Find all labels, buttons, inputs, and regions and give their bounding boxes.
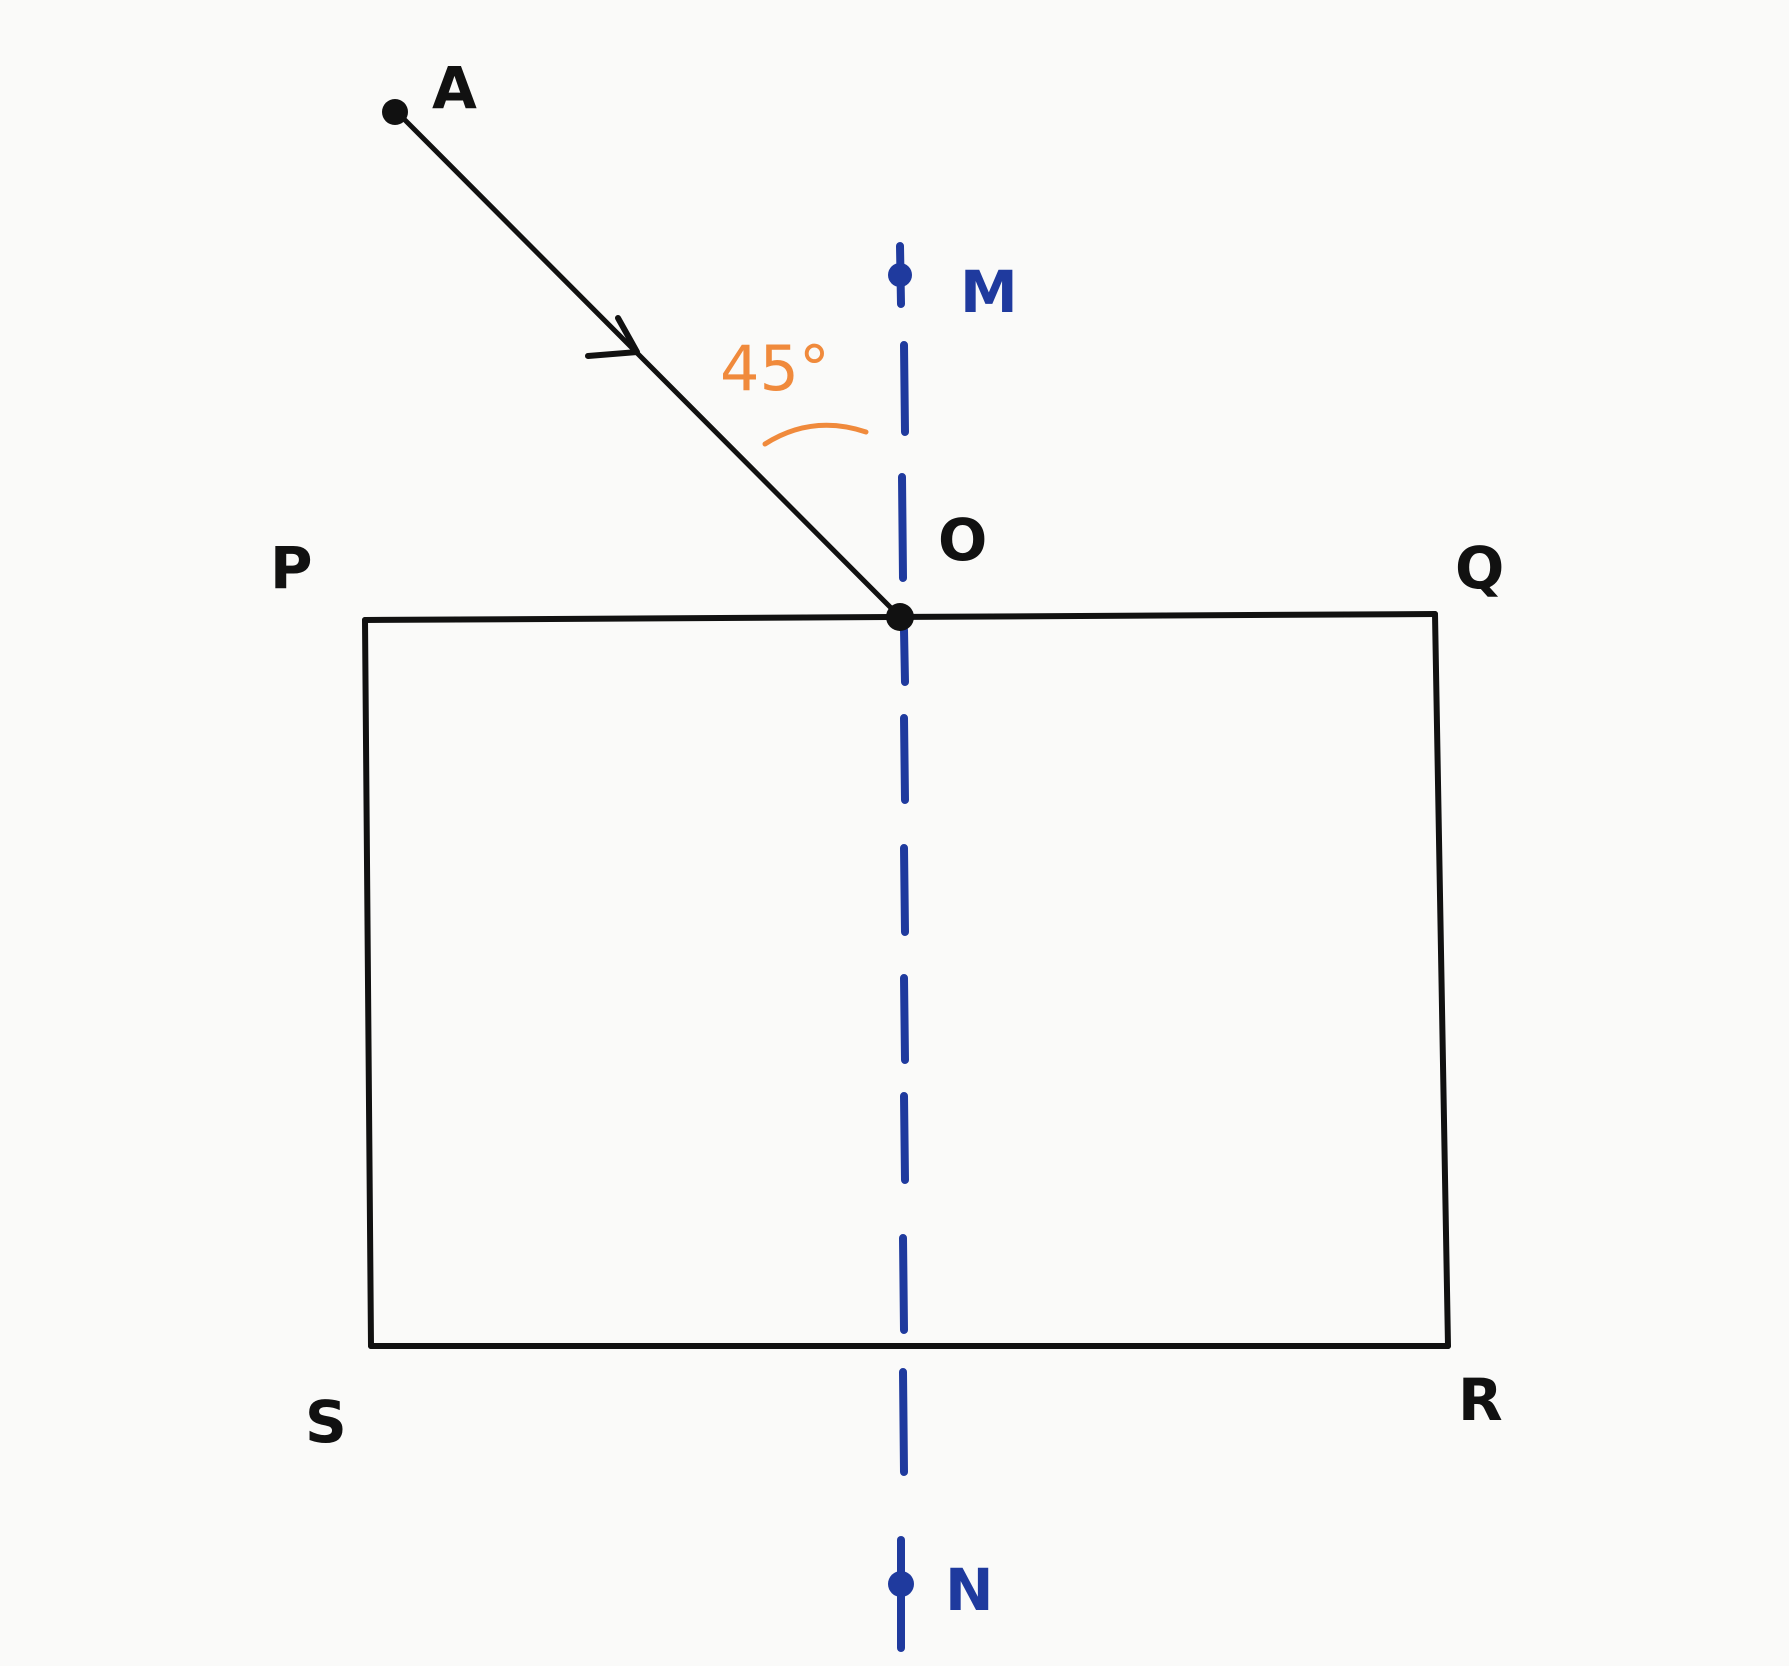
point-o-dot — [886, 603, 914, 631]
block-right-edge — [1432, 611, 1451, 1349]
ray-direction-arrow — [585, 315, 640, 359]
label-n: N — [945, 1556, 994, 1624]
label-s: S — [305, 1388, 347, 1456]
angle-arc — [762, 422, 869, 447]
label-q: Q — [1455, 534, 1504, 602]
label-o: O — [938, 506, 987, 574]
point-m-dot — [888, 263, 912, 287]
label-r: R — [1458, 1366, 1503, 1434]
label-p: P — [270, 534, 313, 602]
point-a-dot — [382, 99, 408, 125]
normal-line — [896, 242, 909, 1652]
incident-ray — [392, 107, 903, 620]
point-n-dot — [888, 1571, 914, 1597]
angle-label: 45° — [720, 332, 830, 405]
block-left-edge — [362, 617, 374, 1349]
label-a: A — [432, 54, 477, 122]
label-m: M — [960, 258, 1018, 326]
